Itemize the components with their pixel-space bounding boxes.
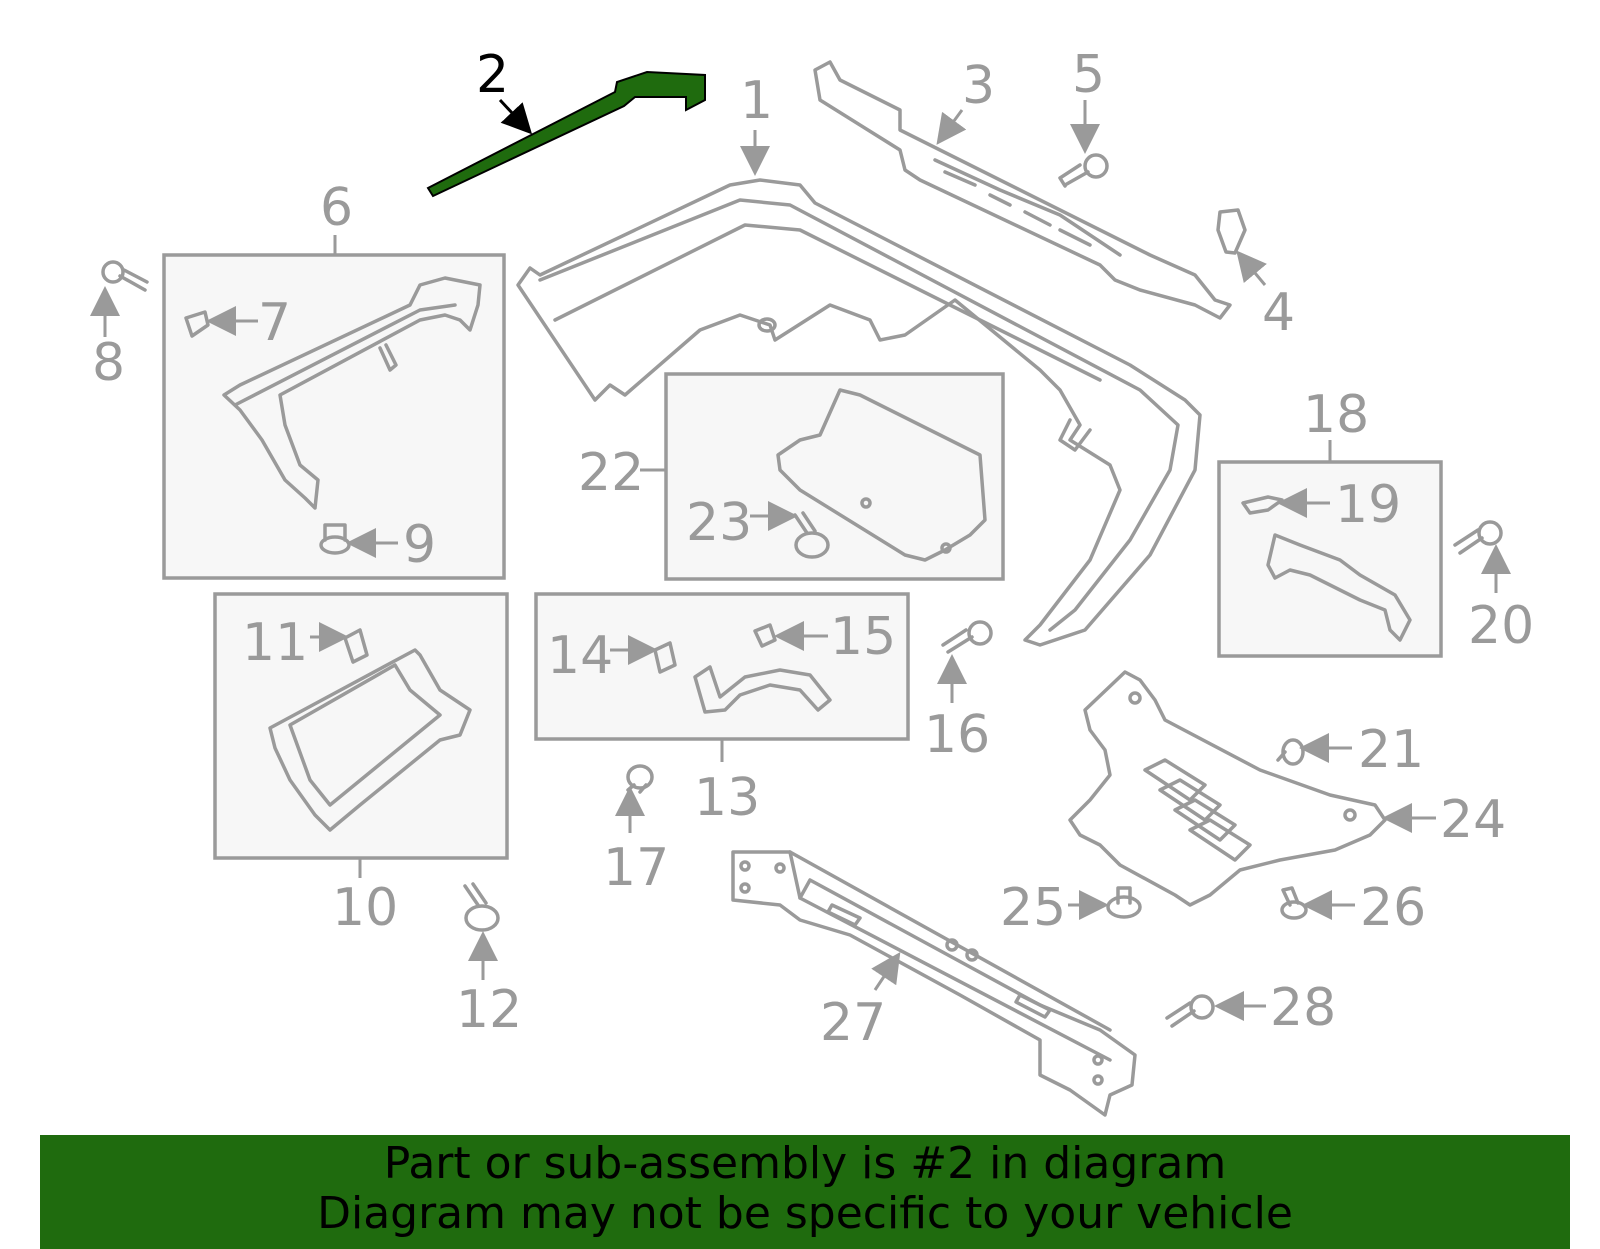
callout-22: 22 — [578, 443, 644, 503]
callout-10: 10 — [332, 878, 398, 938]
part-25-push-pin — [1106, 886, 1142, 919]
group-box-6 — [162, 253, 506, 580]
callout-13: 13 — [694, 768, 760, 828]
callout-labels: 1 2 3 4 5 6 7 8 9 10 11 12 13 14 15 16 1… — [92, 45, 1534, 1053]
leader-lines — [90, 98, 1511, 1021]
part-5-screw — [1058, 153, 1109, 188]
callout-11: 11 — [242, 613, 308, 673]
callout-27: 27 — [820, 993, 886, 1053]
part-19-clip — [1241, 495, 1284, 515]
part-6-bracket — [222, 276, 482, 510]
part-2-highlighted[interactable] — [426, 70, 706, 198]
callout-15: 15 — [830, 607, 896, 667]
callout-5: 5 — [1072, 45, 1105, 105]
part-16-screw — [941, 620, 993, 654]
group-box-18 — [1217, 460, 1443, 658]
callout-3: 3 — [962, 56, 995, 116]
part-4-clip — [1216, 208, 1247, 255]
part-12-bolt — [463, 882, 500, 932]
callout-16: 16 — [924, 705, 990, 765]
part-3-bracket — [813, 60, 1232, 320]
banner-line-2: Diagram may not be specific to your vehi… — [317, 1188, 1293, 1239]
callout-14: 14 — [547, 626, 613, 686]
callout-6: 6 — [320, 178, 353, 238]
part-11-clip — [343, 628, 369, 664]
part-14-clip — [653, 641, 677, 674]
part-22-shield — [776, 388, 987, 562]
part-13-bracket — [693, 665, 832, 714]
callout-12: 12 — [456, 980, 522, 1040]
callout-1: 1 — [740, 71, 773, 131]
callout-8: 8 — [92, 333, 125, 393]
callout-9: 9 — [403, 515, 436, 575]
callout-28: 28 — [1270, 978, 1336, 1038]
part-18-bracket — [1266, 533, 1412, 642]
part-8-screw — [101, 260, 149, 292]
callout-23: 23 — [686, 493, 752, 553]
callout-17: 17 — [603, 838, 669, 898]
part-17-push-pin — [626, 764, 654, 794]
info-banner: Part or sub-assembly is #2 in diagram Di… — [40, 1135, 1570, 1249]
callout-2[interactable]: 2 — [476, 45, 509, 105]
part-28-screw — [1165, 994, 1215, 1028]
part-20-screw — [1453, 520, 1503, 555]
callout-7: 7 — [258, 293, 291, 353]
callout-4: 4 — [1262, 283, 1295, 343]
part-10-panel — [268, 648, 472, 832]
part-21-push-pin — [1276, 738, 1305, 766]
callout-24: 24 — [1440, 790, 1506, 850]
callout-26: 26 — [1360, 878, 1426, 938]
part-27-reinforcement-bar — [731, 850, 1137, 1117]
banner-line-1: Part or sub-assembly is #2 in diagram — [383, 1138, 1227, 1189]
part-24-skid-plate — [1068, 670, 1387, 907]
callout-18: 18 — [1303, 385, 1369, 445]
group-box-13 — [534, 592, 910, 741]
callout-20: 20 — [1468, 596, 1534, 656]
callout-21: 21 — [1358, 720, 1424, 780]
part-1-bumper-cover — [516, 178, 1202, 647]
callout-19: 19 — [1335, 475, 1401, 535]
part-26-push-pin — [1280, 886, 1308, 920]
callout-25: 25 — [1000, 878, 1066, 938]
